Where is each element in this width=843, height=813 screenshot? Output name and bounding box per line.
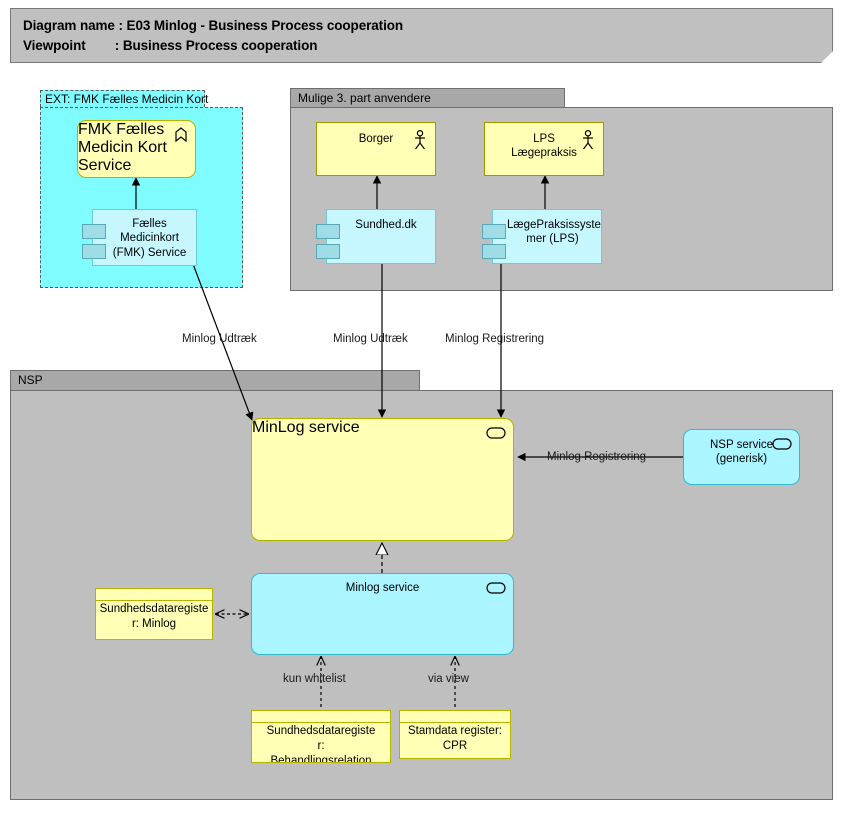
- connector-label-via-view: via view: [428, 673, 469, 685]
- node-fmk-service-label: FMK Fælles Medicin Kort Service: [78, 121, 167, 174]
- node-nsp-service-generisk[interactable]: NSP service (generisk): [683, 429, 800, 485]
- node-minlog-service-tech-label: Minlog service: [345, 582, 420, 594]
- node-minlog-service-app-label: MinLog service: [252, 419, 360, 436]
- data-object-header-icon: [252, 711, 390, 723]
- service-icon: [772, 438, 792, 450]
- group-ext-fmk-label: EXT: FMK Fælles Medicin Kort: [45, 92, 209, 106]
- node-minlog-service-application[interactable]: MinLog service: [251, 418, 514, 541]
- node-lps-laegepraksis[interactable]: LPS Lægepraksis: [484, 122, 604, 176]
- process-icon: [175, 127, 187, 143]
- node-sundhed-dk[interactable]: Sundhed.dk: [316, 209, 436, 264]
- component-port-bottom-icon: [482, 244, 506, 259]
- node-faelles-medicinkort-fmk-service[interactable]: Fælles Medicinkort (FMK) Service: [82, 209, 197, 266]
- node-sundhed-dk-label: Sundhed.dk: [355, 219, 417, 231]
- component-port-top-icon: [482, 224, 506, 239]
- node-laegepraksissystemer-lps[interactable]: LægePraksissyste mer (LPS): [482, 209, 602, 264]
- actor-icon: [583, 130, 593, 150]
- node-fmk-faelles-medicin-kort-service[interactable]: FMK Fælles Medicin Kort Service: [77, 120, 196, 178]
- node-lps-system-label: LægePraksissyste mer (LPS): [507, 219, 601, 246]
- group-nsp-tab[interactable]: NSP: [10, 370, 420, 390]
- diagram-title-note: Diagram name : E03 Minlog - Business Pro…: [10, 8, 833, 63]
- group-nsp-label: NSP: [18, 373, 43, 387]
- viewpoint-line: Viewpoint : Business Process cooperation: [23, 38, 318, 53]
- node-fmk-component-label: Fælles Medicinkort (FMK) Service: [112, 218, 187, 259]
- node-sundhedsdataregister-behandlingsrelation-label: Sundhedsdataregiste r: Behandlingsrelati…: [266, 725, 376, 763]
- component-port-top-icon: [82, 224, 106, 239]
- node-sundhedsdataregister-minlog[interactable]: Sundhedsdataregiste r: Minlog: [95, 588, 213, 640]
- data-object-header-icon: [400, 711, 510, 723]
- connector-label-nspservice-to-minlog: Minlog Registrering: [547, 451, 647, 463]
- group-third-party-label: Mulige 3. part anvendere: [298, 91, 431, 105]
- node-lps-label: LPS Lægepraksis: [511, 133, 577, 160]
- node-sundhedsdataregister-behandlingsrelation[interactable]: Sundhedsdataregiste r: Behandlingsrelati…: [251, 710, 391, 763]
- component-port-bottom-icon: [82, 244, 106, 259]
- component-port-top-icon: [316, 224, 340, 239]
- connector-label-kun-whitelist: kun whitelist: [283, 673, 346, 685]
- group-ext-fmk-tab[interactable]: EXT: FMK Fælles Medicin Kort: [40, 90, 209, 107]
- node-stamdata-register-cpr[interactable]: Stamdata register: CPR: [399, 710, 511, 759]
- node-nsp-service-generisk-label: NSP service (generisk): [709, 439, 774, 466]
- connector-label-fmk-to-minlog: Minlog Udtræk: [182, 333, 257, 345]
- data-object-header-icon: [96, 589, 212, 601]
- node-borger[interactable]: Borger: [316, 122, 436, 176]
- node-sundhedsdataregister-minlog-label: Sundhedsdataregiste r: Minlog: [99, 603, 209, 630]
- node-minlog-service-technology[interactable]: Minlog service: [251, 573, 514, 655]
- connector-label-sundheddk-to-minlog: Minlog Udtræk: [333, 333, 408, 345]
- group-third-party-tab[interactable]: Mulige 3. part anvendere: [290, 88, 565, 107]
- service-icon: [486, 427, 506, 439]
- node-stamdata-register-cpr-label: Stamdata register: CPR: [408, 725, 502, 752]
- actor-icon: [415, 130, 425, 150]
- diagram-name-line: Diagram name : E03 Minlog - Business Pro…: [23, 18, 404, 33]
- node-borger-label: Borger: [358, 133, 394, 145]
- component-port-bottom-icon: [316, 244, 340, 259]
- service-icon: [486, 582, 506, 594]
- connector-label-lps-to-minlog: Minlog Registrering: [445, 333, 545, 345]
